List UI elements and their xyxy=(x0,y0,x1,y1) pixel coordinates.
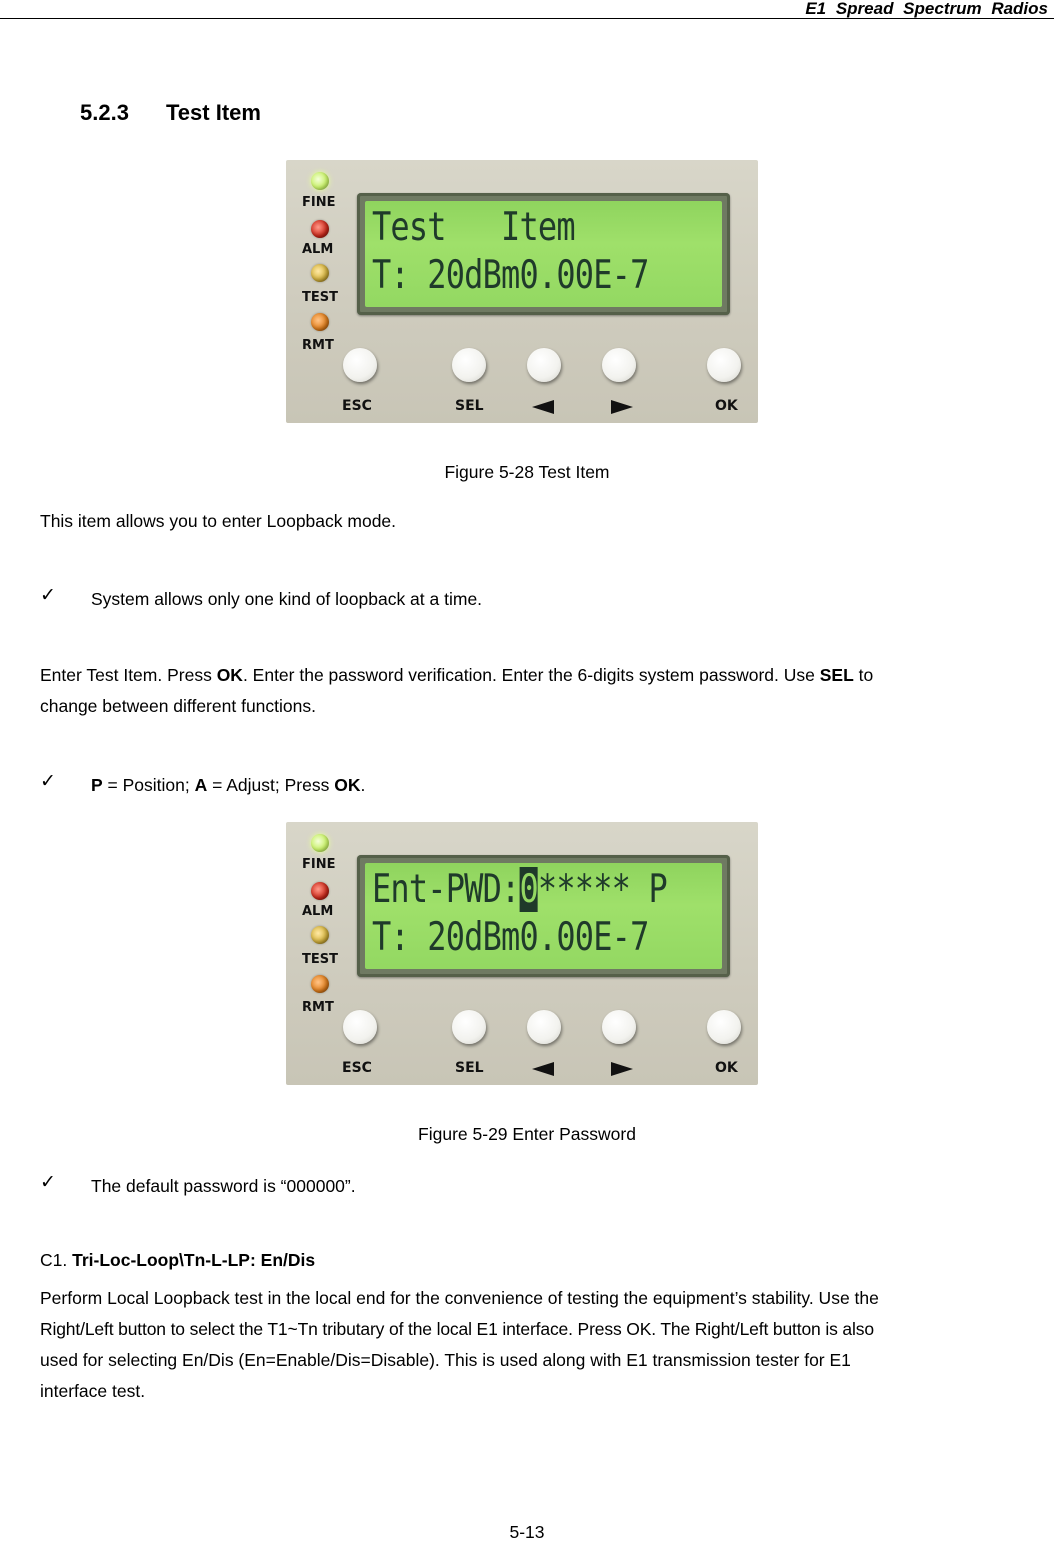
ok-button xyxy=(707,348,741,382)
para2-bold-ok: OK xyxy=(216,665,243,685)
ok-button xyxy=(707,1010,741,1044)
left-button xyxy=(527,348,561,382)
alarm-led-icon xyxy=(311,882,329,900)
bullet2-text-3: . xyxy=(360,775,366,795)
figure-caption-5-28: Figure 5-28 Test Item xyxy=(444,462,610,482)
led-label-rmt: RMT xyxy=(302,999,334,1016)
esc-button xyxy=(343,348,377,382)
lcd-screen: Test Item T: 20dBm0.00E-7 xyxy=(365,201,722,307)
c1-title: Tri-Loc-Loop\Tn-L-LP: En/Dis xyxy=(72,1250,316,1270)
right-arrow-icon xyxy=(611,1062,633,1076)
test-led-icon xyxy=(311,926,329,944)
para2-text-2: . Enter the password verification. Enter… xyxy=(242,665,820,685)
right-arrow-icon xyxy=(611,400,633,414)
sel-button-label: SEL xyxy=(455,398,484,414)
check-icon: ✓ xyxy=(40,1172,56,1193)
sel-button-label: SEL xyxy=(455,1060,484,1076)
bullet2-text-2: = Adjust; Press xyxy=(207,775,335,795)
section-title: Test Item xyxy=(166,100,261,125)
left-button xyxy=(527,1010,561,1044)
section-number: 5.2.3 xyxy=(80,100,129,125)
remote-led-icon xyxy=(311,975,329,993)
esc-button-label: ESC xyxy=(342,1060,372,1076)
led-label-alm: ALM xyxy=(302,241,334,258)
bullet2-text-1: = Position; xyxy=(102,775,195,795)
right-button xyxy=(602,1010,636,1044)
lcd-line-1: Test Item xyxy=(372,205,576,250)
para2-text-1: Enter Test Item. Press xyxy=(40,665,217,685)
para2-text-3: to xyxy=(853,665,874,685)
device-panel-test-item: FINE ALM TEST RMT Test Item T: 20dBm0.00… xyxy=(286,160,758,423)
left-arrow-icon xyxy=(532,1062,554,1076)
lcd-screen: Ent-PWD:0***** P T: 20dBm0.00E-7 xyxy=(365,863,722,969)
esc-button xyxy=(343,1010,377,1044)
para2-bold-sel: SEL xyxy=(819,665,854,685)
lcd-password-mask: ***** P xyxy=(537,867,668,912)
bold-a: A xyxy=(194,775,208,795)
ok-button-label: OK xyxy=(715,1060,738,1076)
c1-prefix: C1. xyxy=(40,1250,73,1270)
lcd-password-prompt: Ent-PWD: xyxy=(372,867,520,912)
led-label-rmt: RMT xyxy=(302,337,334,354)
lcd-line-1: Ent-PWD:0***** P xyxy=(372,867,668,912)
led-label-alm: ALM xyxy=(302,903,334,920)
fine-led-icon xyxy=(311,834,329,852)
left-arrow-icon xyxy=(532,400,554,414)
page-number: 5-13 xyxy=(509,1522,545,1542)
bold-ok: OK xyxy=(334,775,361,795)
check-icon: ✓ xyxy=(40,771,56,792)
lcd-line-2: T: 20dBm0.00E-7 xyxy=(372,915,649,960)
figure-caption-5-29: Figure 5-29 Enter Password xyxy=(418,1124,636,1144)
alarm-led-icon xyxy=(311,220,329,238)
led-label-test: TEST xyxy=(302,289,338,306)
led-label-fine: FINE xyxy=(302,856,336,873)
remote-led-icon xyxy=(311,313,329,331)
c1-line: Perform Local Loopback test in the local… xyxy=(40,1288,879,1308)
bullet-one-loopback: System allows only one kind of loopback … xyxy=(91,589,483,609)
running-header: E1 Spread Spectrum Radios xyxy=(805,0,1048,18)
led-label-test: TEST xyxy=(302,951,338,968)
intro-paragraph: This item allows you to enter Loopback m… xyxy=(40,511,397,531)
esc-button-label: ESC xyxy=(342,398,372,414)
device-panel-enter-password: FINE ALM TEST RMT Ent-PWD:0***** P T: 20… xyxy=(286,822,758,1085)
bullet-position-adjust: P = Position; A = Adjust; Press OK. xyxy=(91,770,365,801)
lcd-cursor-digit: 0 xyxy=(519,867,539,912)
fine-led-icon xyxy=(311,172,329,190)
test-led-icon xyxy=(311,264,329,282)
enter-test-item-paragraph: Enter Test Item. Press OK. Enter the pas… xyxy=(40,660,1050,722)
bullet-default-password: The default password is “000000”. xyxy=(91,1176,356,1196)
c1-line: used for selecting En/Dis (En=Enable/Dis… xyxy=(40,1350,851,1370)
right-button xyxy=(602,348,636,382)
sel-button xyxy=(452,348,486,382)
lcd-display: Test Item T: 20dBm0.00E-7 xyxy=(357,193,730,315)
led-label-fine: FINE xyxy=(302,194,336,211)
header-rule xyxy=(0,18,1054,19)
para2-line-2: change between different functions. xyxy=(40,696,316,716)
c1-description: Perform Local Loopback test in the local… xyxy=(40,1283,1054,1407)
lcd-display: Ent-PWD:0***** P T: 20dBm0.00E-7 xyxy=(357,855,730,977)
sel-button xyxy=(452,1010,486,1044)
bold-p: P xyxy=(91,775,103,795)
check-icon: ✓ xyxy=(40,585,56,606)
ok-button-label: OK xyxy=(715,398,738,414)
lcd-line-2: T: 20dBm0.00E-7 xyxy=(372,253,649,298)
c1-line: interface test. xyxy=(40,1381,146,1401)
c1-line: Right/Left button to select the T1~Tn tr… xyxy=(40,1319,874,1339)
c1-heading: C1. Tri-Loc-Loop\Tn-L-LP: En/Dis xyxy=(40,1245,315,1276)
section-heading: 5.2.3 Test Item xyxy=(80,100,261,126)
